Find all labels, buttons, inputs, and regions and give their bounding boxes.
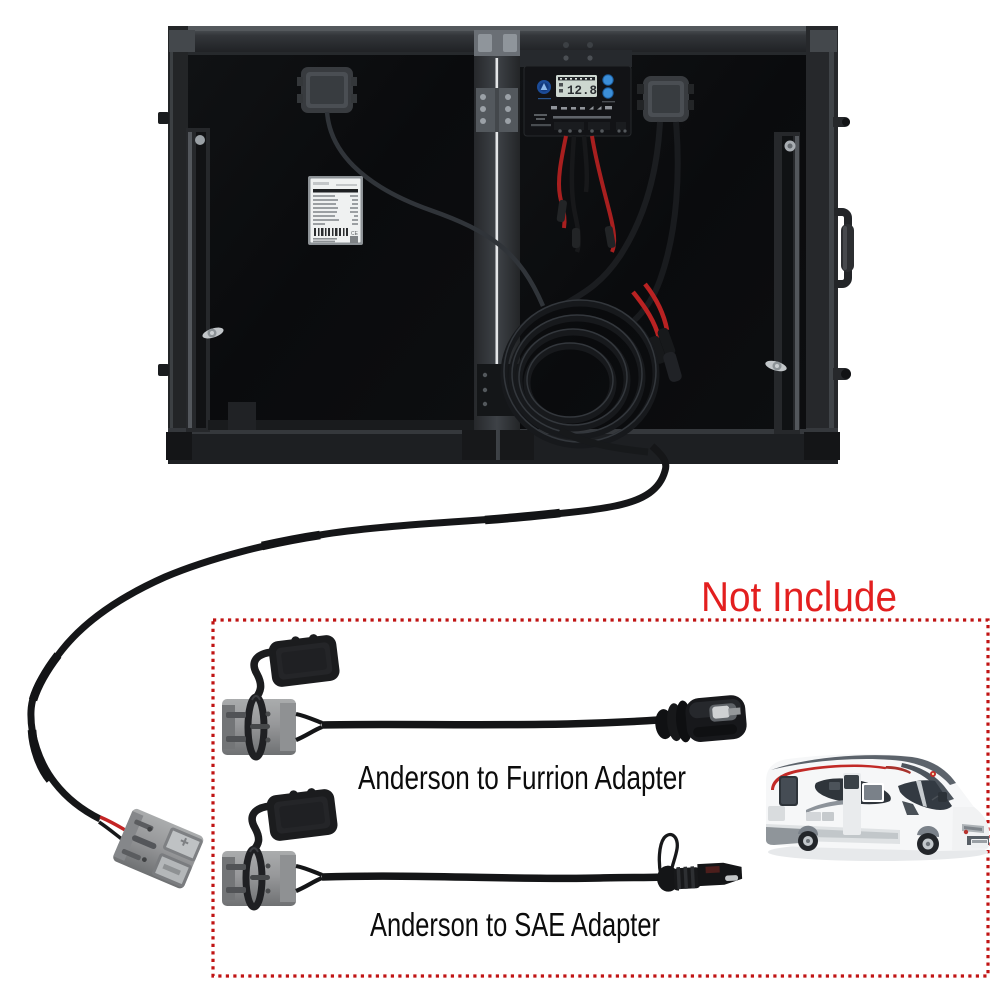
svg-text:Anderson to SAE Adapter: Anderson to SAE Adapter bbox=[370, 906, 660, 943]
svg-text:Not Include: Not Include bbox=[701, 573, 897, 620]
svg-text:Anderson to Furrion Adapter: Anderson to Furrion Adapter bbox=[358, 759, 686, 796]
svg-text:CE: CE bbox=[351, 231, 359, 237]
svg-text:12.8: 12.8 bbox=[567, 84, 597, 98]
